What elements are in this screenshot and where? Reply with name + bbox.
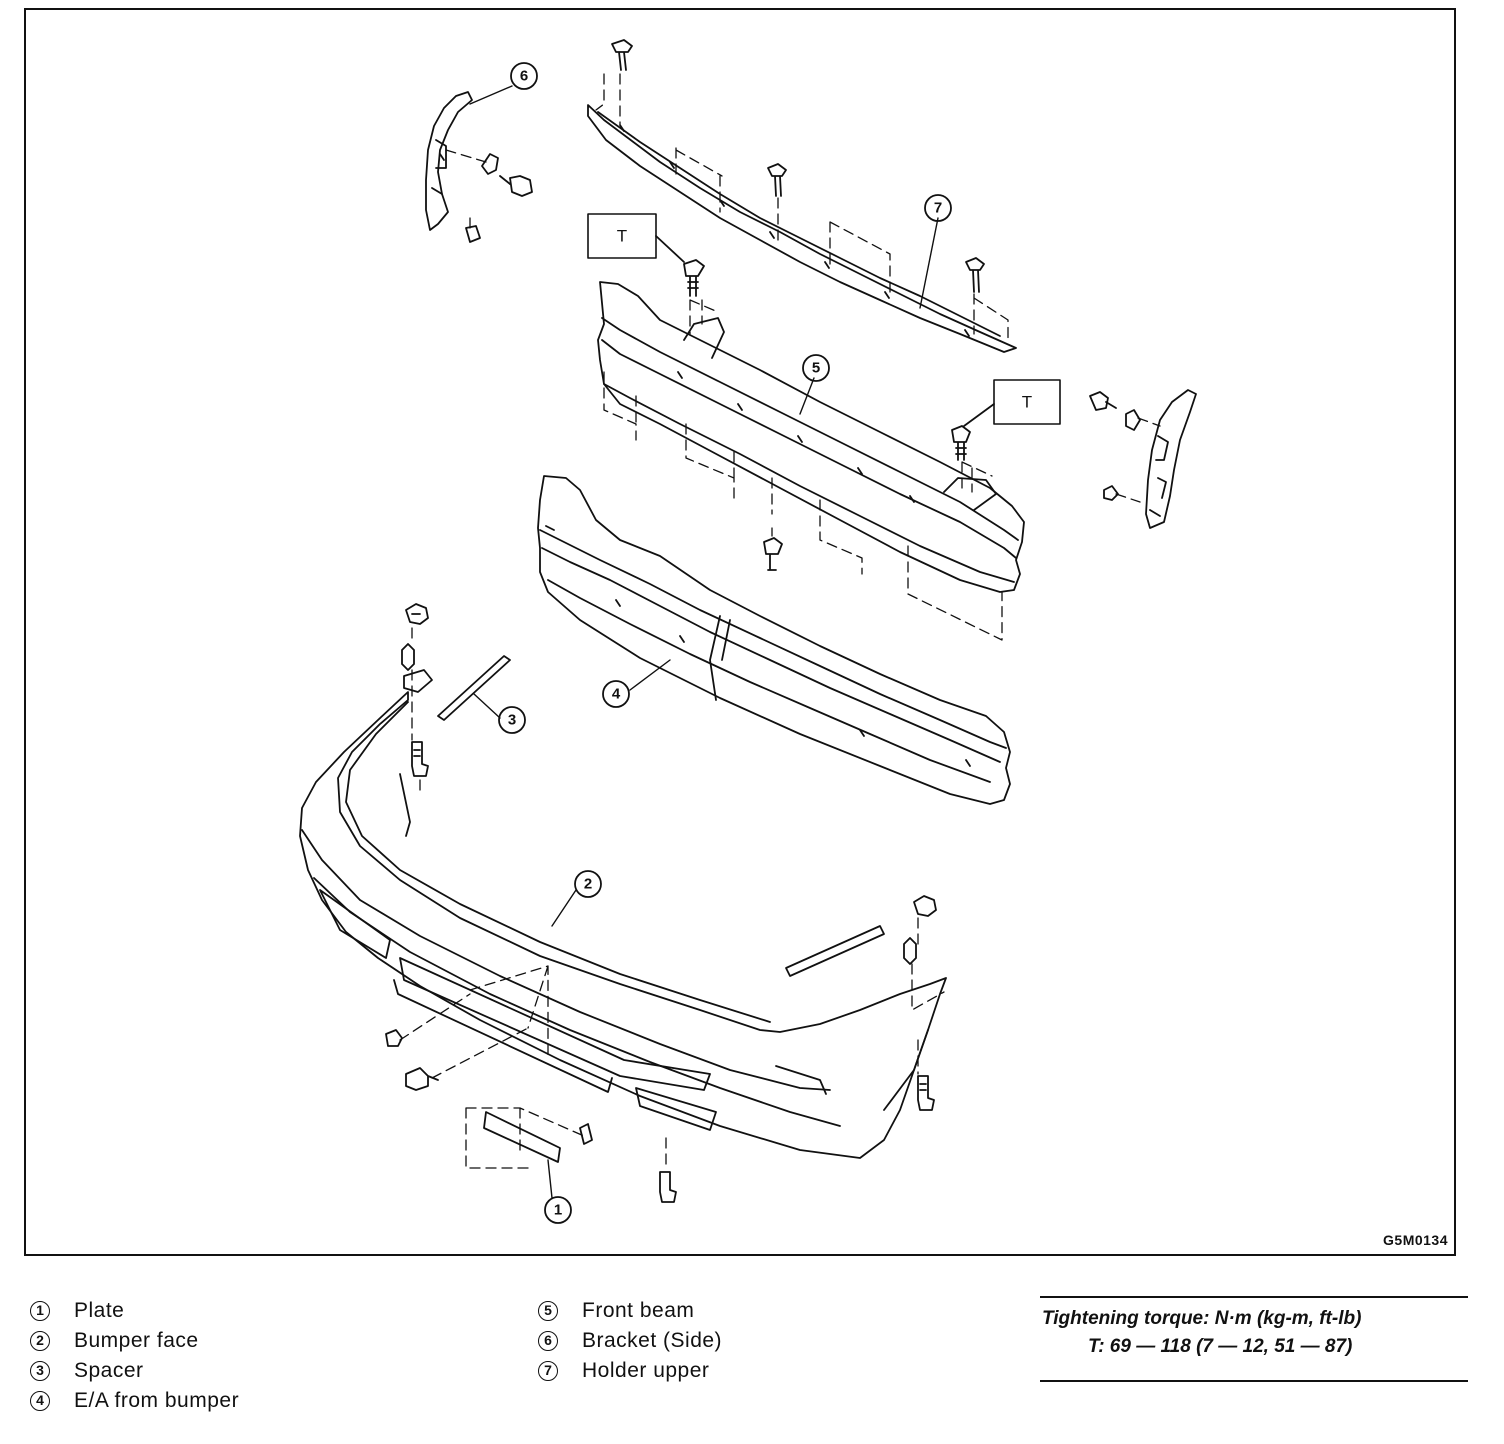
holder-upper-part (587, 104, 1017, 353)
torque-spec-box: Tightening torque: N·m (kg-m, ft-lb) T: … (1040, 1296, 1468, 1382)
legend-item: 1 Plate (30, 1296, 239, 1326)
legend-right: 5 Front beam 6 Bracket (Side) 7 Holder u… (538, 1296, 722, 1386)
holder-upper-clips (611, 39, 985, 293)
legend-number: 6 (538, 1331, 558, 1351)
callout-circles (498, 62, 952, 1224)
torque-marker-1: T (617, 227, 627, 246)
legend-label: Holder upper (582, 1359, 710, 1382)
torque-marker-box-1 (587, 213, 685, 263)
legend-item: 2 Bumper face (30, 1326, 239, 1356)
legend-number: 2 (30, 1331, 50, 1351)
bracket-side-left (425, 91, 533, 243)
front-beam-part (597, 281, 1025, 593)
legend-label: Bumper face (74, 1329, 199, 1352)
legend-label: Bracket (Side) (582, 1329, 723, 1352)
callout-7-label: 7 (934, 200, 942, 217)
legend-item: 3 Spacer (30, 1356, 239, 1386)
legend-label: Spacer (74, 1359, 144, 1382)
plate-part (483, 1111, 593, 1163)
legend-item: 7 Holder upper (538, 1356, 722, 1386)
torque-marker-box-2 (963, 379, 1061, 427)
torque-title: Tightening torque: N·m (kg-m, ft-lb) (1042, 1308, 1362, 1329)
legend-left: 1 Plate 2 Bumper face 3 Spacer 4 E/A fro… (30, 1296, 239, 1416)
legend-label: E/A from bumper (74, 1389, 240, 1412)
diagram-frame (24, 8, 1456, 1256)
bumper-face-fasteners (385, 603, 937, 1203)
torque-marker-2: T (1022, 393, 1032, 412)
energy-absorber-part (537, 475, 1011, 805)
spacer-part-right (785, 925, 885, 977)
legend-item: 6 Bracket (Side) (538, 1326, 722, 1356)
callout-4-label: 4 (612, 686, 621, 703)
callout-1-label: 1 (554, 1202, 562, 1219)
legend-label: Plate (74, 1299, 125, 1322)
spacer-part (437, 655, 511, 721)
legend-number: 3 (30, 1361, 50, 1381)
legend-number: 7 (538, 1361, 558, 1381)
callout-3-label: 3 (508, 712, 516, 729)
bracket-side-right (1089, 389, 1197, 529)
legend-item: 4 E/A from bumper (30, 1386, 239, 1416)
figure-code: G5M0134 (1383, 1232, 1448, 1248)
callout-6-label: 6 (520, 68, 528, 85)
legend-number: 1 (30, 1301, 50, 1321)
legend-label: Front beam (582, 1299, 695, 1322)
front-beam-bolts (683, 259, 971, 571)
legend-number: 4 (30, 1391, 50, 1411)
callout-2-label: 2 (584, 876, 592, 893)
legend-item: 5 Front beam (538, 1296, 722, 1326)
bumper-face-part (299, 691, 947, 1159)
callout-leader-lines (469, 85, 939, 1199)
legend-number: 5 (538, 1301, 558, 1321)
torque-value: T: 69 — 118 (7 — 12, 51 — 87) (1088, 1336, 1353, 1357)
callout-5-label: 5 (812, 360, 820, 377)
